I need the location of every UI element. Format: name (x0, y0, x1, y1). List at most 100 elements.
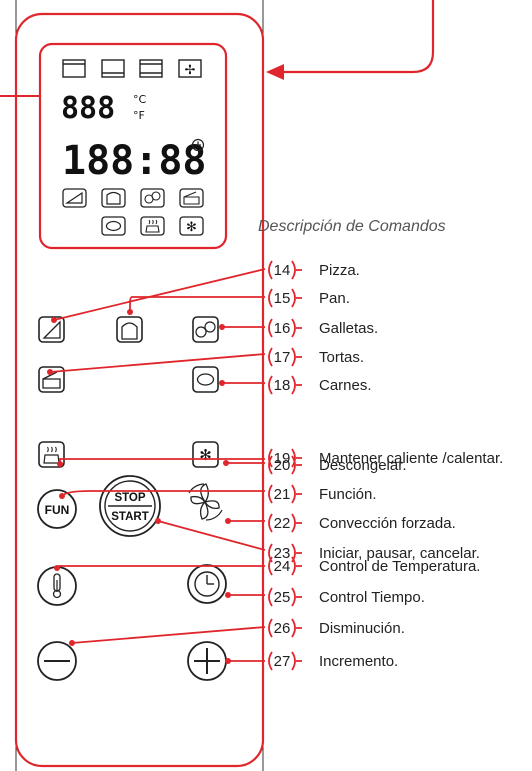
callout-bracket-right (291, 347, 302, 367)
callout-bracket-left (268, 484, 273, 504)
stop-start-button[interactable]: STOP START (99, 475, 161, 537)
fan-icon (188, 483, 223, 521)
temp-digits: 888 (61, 91, 115, 126)
bread-button[interactable] (116, 316, 143, 343)
leader-26 (71, 626, 266, 644)
callout-bracket-left (268, 651, 273, 671)
cake-button[interactable] (38, 366, 65, 393)
callout-bracket-right (291, 455, 302, 475)
meat-icon (196, 373, 215, 386)
leader-23 (157, 520, 266, 551)
start-label: START (111, 511, 148, 523)
callout-label: Control de Temperatura. (319, 558, 480, 575)
display-cake-icon (179, 188, 204, 208)
callout-bracket-left (268, 587, 273, 607)
callout-number: 20 (274, 457, 291, 474)
callout-number: 26 (274, 620, 291, 637)
panel-leader-arrowhead (266, 64, 284, 80)
callout-bracket-left (268, 260, 273, 280)
callout-label: Pan. (319, 290, 350, 307)
fun-button[interactable]: FUN (37, 489, 77, 529)
cookies-icon (195, 321, 216, 338)
callout-22: 22 Convección forzada. (268, 513, 456, 533)
svg-text:✻: ✻ (186, 220, 197, 235)
unit-celsius: °C (133, 93, 147, 106)
callout-25: 25 Control Tiempo. (268, 587, 425, 607)
unit-fahrenheit: °F (133, 109, 145, 122)
callout-number: 27 (274, 653, 291, 670)
time-digits: 188:88 (62, 138, 207, 184)
pizza-button[interactable] (38, 316, 65, 343)
callout-bracket-left (268, 556, 273, 576)
convection-button[interactable] (188, 483, 223, 521)
keep-warm-icon (43, 446, 60, 464)
callout-label: Pizza. (319, 262, 360, 279)
callout-number: 19 (274, 450, 291, 467)
callout-label: Mantener caliente /calentar. (319, 450, 503, 467)
callout-label: Función. (319, 486, 377, 503)
thermometer-icon (52, 573, 62, 599)
display-top-icons: ✢ (62, 59, 202, 78)
temperature-button[interactable] (37, 566, 77, 606)
clock-icon (194, 571, 220, 597)
leader-24 (56, 565, 265, 569)
callout-bracket-right (291, 484, 302, 504)
callout-number: 25 (274, 589, 291, 606)
leader-15 (129, 296, 265, 312)
callout-bracket-left (268, 288, 273, 308)
callout-number: 16 (274, 320, 291, 337)
callout-label: Control Tiempo. (319, 589, 425, 606)
increase-button[interactable] (187, 641, 227, 681)
callout-number: 17 (274, 349, 291, 366)
callout-label: Carnes. (319, 377, 372, 394)
callout-bracket-left (268, 448, 273, 468)
description-title: Descripción de Comandos (258, 218, 446, 235)
callout-bracket-left (268, 318, 273, 338)
callout-bracket-left (268, 375, 273, 395)
cookies-button[interactable] (192, 316, 219, 343)
time-button[interactable] (187, 564, 227, 604)
callout-bracket-right (291, 260, 302, 280)
callout-bracket-right (291, 556, 302, 576)
callout-number: 22 (274, 515, 291, 532)
panel-leader-line (278, 0, 435, 74)
defrost-button[interactable]: ✻ (192, 441, 219, 468)
pizza-icon (42, 320, 61, 339)
plus-icon (194, 648, 220, 674)
leader-17 (49, 353, 266, 373)
top-bottom-heat-icon (139, 59, 163, 78)
display-preset-row-2: ✻ (101, 216, 204, 236)
bottom-heat-icon (101, 59, 125, 78)
display-cookies-icon (140, 188, 165, 208)
decrease-button[interactable] (37, 641, 77, 681)
display-keep-warm-icon (140, 216, 165, 236)
callout-label: Convección forzada. (319, 515, 456, 532)
callout-21: 21 Función. (268, 484, 377, 504)
callout-leaders (49, 268, 266, 662)
bread-icon (121, 322, 138, 340)
display-outline (38, 42, 228, 250)
display-meat-icon (101, 216, 126, 236)
callout-number: 21 (274, 486, 291, 503)
keep-warm-button[interactable] (38, 441, 65, 468)
clock-small-icon (191, 138, 205, 152)
meat-button[interactable] (192, 366, 219, 393)
callout-bracket-right (291, 513, 302, 533)
callout-bracket-right (291, 618, 302, 638)
callout-number: 24 (274, 558, 291, 575)
callout-bracket-right (291, 651, 302, 671)
leader-dots (47, 309, 231, 664)
snowflake-icon: ✻ (199, 446, 212, 464)
callout-bracket-right (291, 318, 302, 338)
callout-16: 16 Galletas. (268, 318, 378, 338)
callout-label: Galletas. (319, 320, 378, 337)
